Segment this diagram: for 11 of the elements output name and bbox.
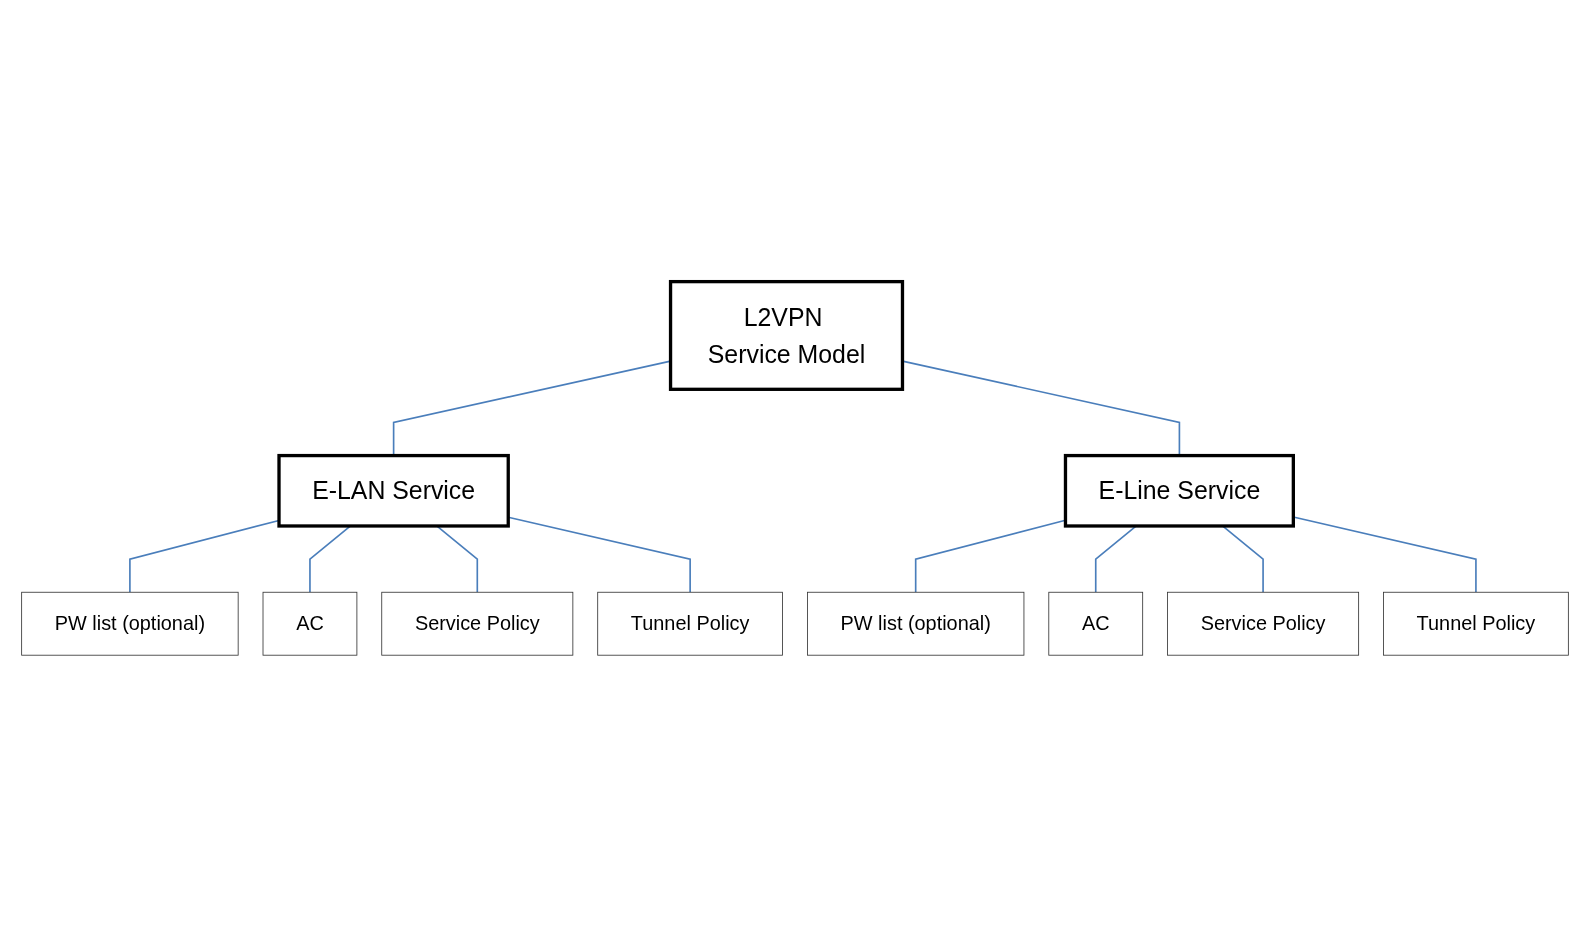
node-box: E-Line Service bbox=[1063, 453, 1295, 528]
node-box: Service Policy bbox=[1166, 591, 1359, 656]
node-box: PW list (optional) bbox=[20, 591, 239, 656]
node-box: AC bbox=[1047, 591, 1143, 656]
node-box: Service Policy bbox=[380, 591, 573, 656]
node-box: L2VPN Service Model bbox=[668, 279, 904, 391]
node-box: E-LAN Service bbox=[276, 453, 510, 528]
node-box: AC bbox=[262, 591, 357, 656]
node-box: PW list (optional) bbox=[806, 591, 1024, 656]
node-box: Tunnel Policy bbox=[596, 591, 783, 656]
node-box: Tunnel Policy bbox=[1382, 591, 1569, 656]
